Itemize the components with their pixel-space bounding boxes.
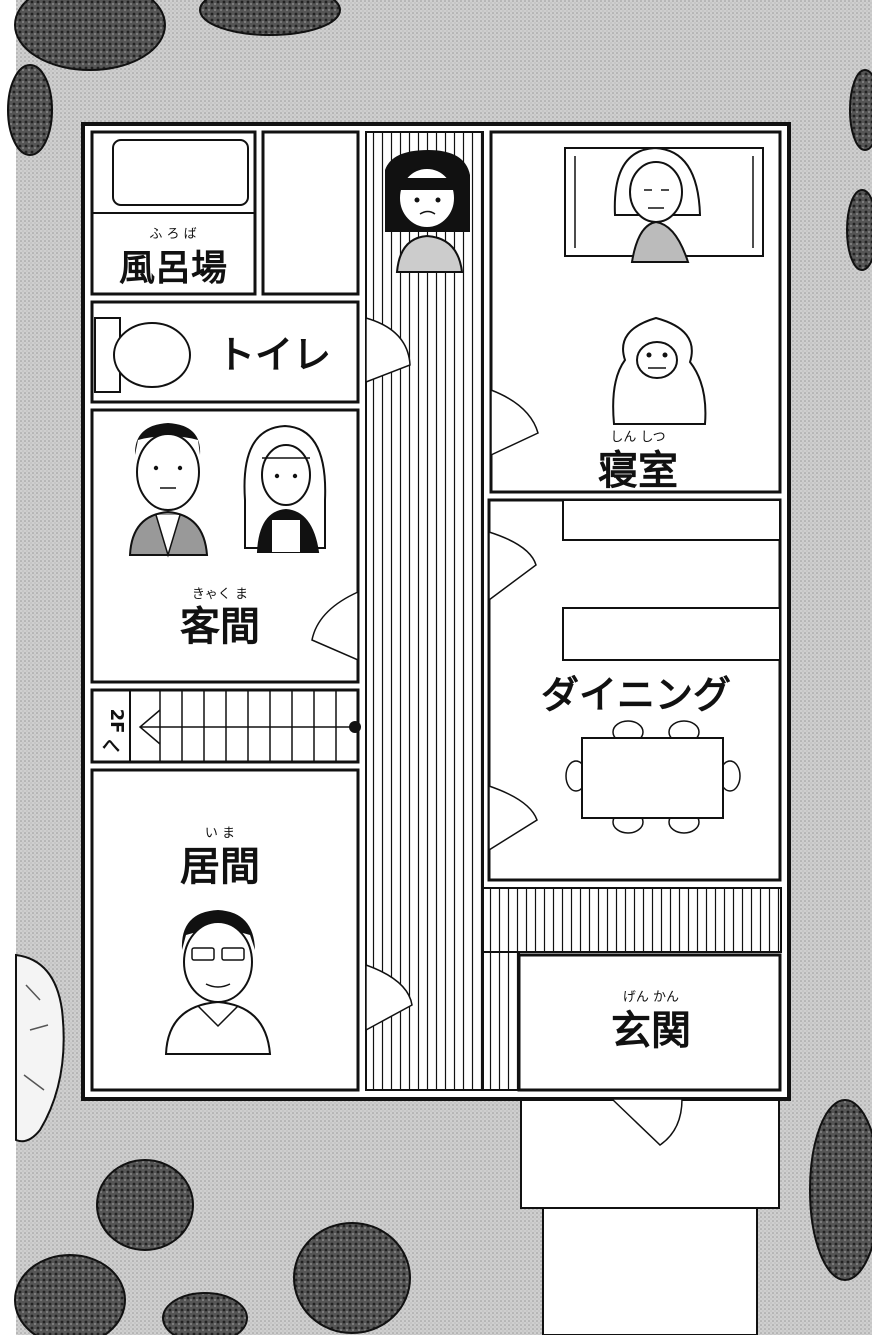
bedroom-ruby: しん しつ — [610, 430, 665, 445]
hallway — [365, 131, 484, 1091]
guest-room-ruby: きゃく ま — [192, 587, 248, 602]
monkey-character — [612, 316, 707, 425]
bathtub — [112, 139, 249, 206]
girl-in-hallway — [385, 150, 470, 273]
toilet-label: トイレ — [217, 333, 331, 377]
stairs-label: 2F — [106, 709, 127, 734]
guest-room-label: 客間 — [180, 604, 260, 650]
stair-steps — [129, 690, 337, 762]
rock — [15, 953, 65, 1143]
dining-label: ダイニング — [541, 673, 731, 717]
hallway-bottom — [482, 951, 520, 1091]
bath-label: 風呂場 — [119, 248, 227, 289]
entry-walkway — [542, 1207, 758, 1335]
counter-1 — [562, 499, 781, 541]
closet — [261, 130, 360, 296]
living-ruby: い ま — [205, 826, 235, 841]
father-in-living-room — [164, 910, 272, 1055]
bath-ruby: ふ ろ ば — [149, 227, 196, 242]
entrance-label: 玄関 — [611, 1008, 691, 1054]
entrance-ruby: げん かん — [623, 990, 679, 1005]
stairs-arrow-label: へ — [102, 736, 120, 757]
toilet-bowl — [113, 322, 191, 388]
doors — [311, 317, 683, 1146]
trees — [7, 0, 872, 1335]
stairs — [90, 688, 360, 764]
man-in-guest-room — [128, 423, 209, 558]
dining-table-set — [565, 720, 741, 834]
grandma-on-futon — [613, 146, 702, 263]
bedroom-label: 寝室 — [598, 448, 678, 494]
hallway-front — [482, 887, 782, 953]
stairs-arrow — [138, 709, 355, 745]
living-label: 居間 — [180, 844, 260, 890]
entrance-room — [517, 953, 782, 1092]
counter-2 — [562, 607, 781, 661]
woman-in-guest-room — [243, 424, 327, 553]
